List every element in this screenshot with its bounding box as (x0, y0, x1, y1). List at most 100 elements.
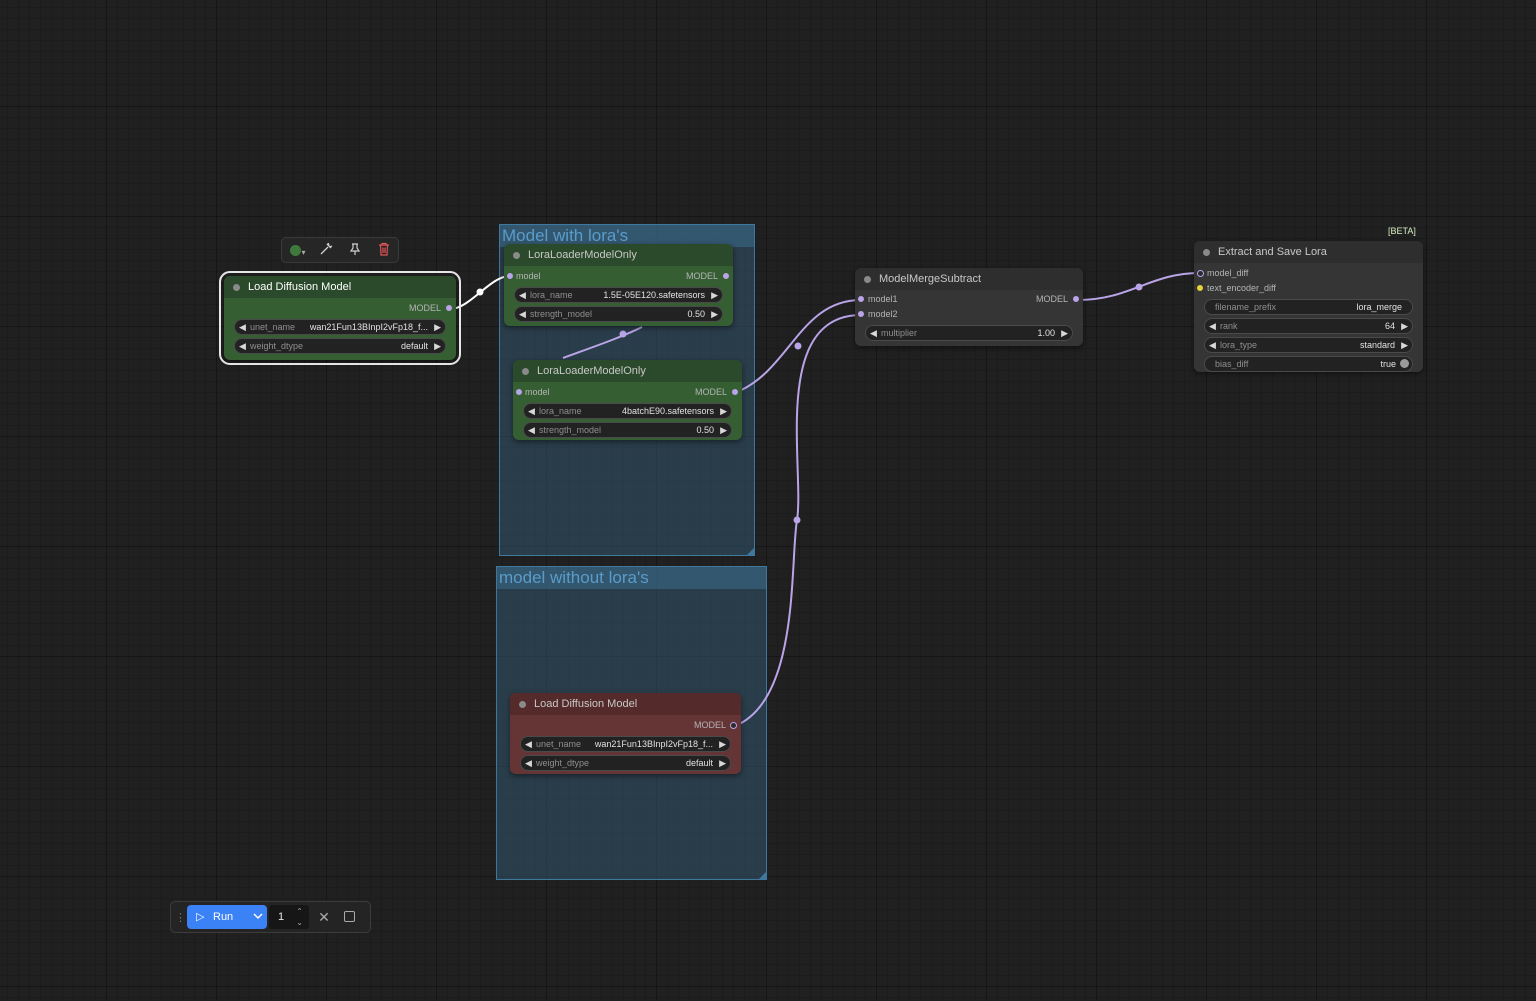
node-title: Load Diffusion Model (534, 698, 638, 710)
output-slot-row: MODEL (510, 718, 741, 733)
output-slot-model[interactable] (732, 389, 738, 395)
bias-diff-toggle[interactable]: bias_diff true (1204, 356, 1413, 372)
arrow-left-icon[interactable]: ◀ (239, 322, 246, 332)
input-slot-model2[interactable] (858, 311, 864, 317)
node-lora-loader-1[interactable]: LoraLoaderModelOnly model MODEL ◀ lora_n… (504, 244, 733, 326)
input-slot-model[interactable] (507, 273, 513, 279)
output-slot-model[interactable] (730, 722, 737, 729)
beta-badge: [BETA] (1388, 226, 1416, 236)
wire-midpoint[interactable] (619, 330, 627, 338)
wire-midpoint[interactable] (793, 516, 801, 524)
delete-button[interactable] (374, 242, 394, 260)
weight-dtype-combo[interactable]: ◀ weight_dtype default ▶ (234, 338, 446, 354)
node-model-merge-subtract[interactable]: ModelMergeSubtract model1 MODEL model2 ◀… (855, 268, 1083, 346)
arrow-right-icon[interactable]: ▶ (1061, 328, 1068, 338)
rank-number[interactable]: ◀ rank 64 ▶ (1204, 318, 1413, 334)
arrow-left-icon[interactable]: ◀ (1209, 321, 1216, 331)
input-slot-model[interactable] (516, 389, 522, 395)
arrow-left-icon[interactable]: ◀ (239, 341, 246, 351)
node-header[interactable]: ModelMergeSubtract (855, 268, 1083, 290)
wire-lora2-to-model1[interactable] (736, 299, 862, 393)
group-title[interactable]: Model with lora's (500, 225, 754, 247)
arrow-right-icon[interactable]: ▶ (720, 406, 727, 416)
arrow-left-icon[interactable]: ◀ (1209, 340, 1216, 350)
collapse-dot[interactable] (522, 368, 529, 375)
input-slot-model1[interactable] (858, 296, 864, 302)
arrow-left-icon[interactable]: ◀ (528, 425, 535, 435)
wire-midpoint[interactable] (794, 342, 802, 350)
collapse-dot[interactable] (864, 276, 871, 283)
input-slot-text-encoder-diff[interactable] (1197, 285, 1203, 291)
arrow-right-icon[interactable]: ▶ (434, 322, 441, 332)
wire-midpoint[interactable] (476, 288, 484, 296)
arrow-right-icon[interactable]: ▶ (711, 290, 718, 300)
pin-icon (349, 243, 361, 255)
multiplier-number[interactable]: ◀ multiplier 1.00 ▶ (865, 325, 1073, 341)
unet-name-combo[interactable]: ◀ unet_name wan21Fun13BInpI2vFp18_f... ▶ (520, 736, 731, 752)
arrow-right-icon[interactable]: ▶ (720, 425, 727, 435)
arrow-left-icon[interactable]: ◀ (525, 739, 532, 749)
collapse-dot[interactable] (519, 701, 526, 708)
node-load-diffusion-model-bottom[interactable]: Load Diffusion Model MODEL ◀ unet_name w… (510, 693, 741, 774)
unet-name-combo[interactable]: ◀ unet_name wan21Fun13BInpI2vFp18_f... ▶ (234, 319, 446, 335)
wire-lora1-to-lora2[interactable] (562, 326, 643, 359)
arrow-left-icon[interactable]: ◀ (519, 290, 526, 300)
strength-model-number[interactable]: ◀ strength_model 0.50 ▶ (514, 306, 723, 322)
node-header[interactable]: Load Diffusion Model (510, 693, 741, 715)
increment-icon[interactable]: ⌃ (296, 907, 303, 916)
toggle-knob[interactable] (1400, 359, 1409, 368)
arrow-right-icon[interactable]: ▶ (719, 739, 726, 749)
node-extract-and-save-lora[interactable]: Extract and Save Lora model_diff text_en… (1194, 241, 1423, 372)
stop-button[interactable] (344, 911, 355, 922)
filename-prefix-input[interactable]: filename_prefix lora_merge (1204, 299, 1413, 315)
arrow-left-icon[interactable]: ◀ (870, 328, 877, 338)
close-icon: ✕ (318, 909, 330, 925)
arrow-left-icon[interactable]: ◀ (525, 758, 532, 768)
arrow-right-icon[interactable]: ▶ (719, 758, 726, 768)
arrow-right-icon[interactable]: ▶ (434, 341, 441, 351)
group-title[interactable]: model without lora's (497, 567, 766, 589)
group-resize-handle[interactable] (747, 548, 754, 555)
collapse-dot[interactable] (1203, 249, 1210, 256)
weight-dtype-combo[interactable]: ◀ weight_dtype default ▶ (520, 755, 731, 771)
input-slot-label: model2 (868, 309, 898, 319)
node-header[interactable]: LoraLoaderModelOnly (504, 244, 733, 266)
decrement-icon[interactable]: ⌄ (296, 918, 303, 927)
node-header[interactable]: Load Diffusion Model (224, 276, 456, 298)
run-mode-dropdown[interactable] (249, 905, 267, 929)
output-slot-model[interactable] (723, 273, 729, 279)
node-lora-loader-2[interactable]: LoraLoaderModelOnly model MODEL ◀ lora_n… (513, 360, 742, 440)
chevron-down-icon (253, 913, 263, 920)
arrow-right-icon[interactable]: ▶ (711, 309, 718, 319)
group-resize-handle[interactable] (759, 872, 766, 879)
arrow-left-icon[interactable]: ◀ (519, 309, 526, 319)
arrow-left-icon[interactable]: ◀ (528, 406, 535, 416)
pin-button[interactable] (345, 242, 365, 260)
node-header[interactable]: Extract and Save Lora (1194, 241, 1423, 263)
slot-row: text_encoder_diff (1194, 281, 1423, 296)
collapse-dot[interactable] (233, 284, 240, 291)
run-toolbar: ⋮⋮ ▷ Run 1 ⌃ ⌄ ✕ (170, 901, 371, 933)
output-slot-label: MODEL (694, 387, 727, 397)
arrow-right-icon[interactable]: ▶ (1401, 321, 1408, 331)
cancel-button[interactable]: ✕ (315, 907, 333, 927)
lora-name-combo[interactable]: ◀ lora_name 4batchE90.safetensors ▶ (523, 403, 732, 419)
node-load-diffusion-model-top[interactable]: Load Diffusion Model MODEL ◀ unet_name w… (219, 271, 461, 365)
input-slot-model-diff[interactable] (1197, 270, 1204, 277)
output-slot-model[interactable] (446, 305, 452, 311)
arrow-right-icon[interactable]: ▶ (1401, 340, 1408, 350)
strength-model-number[interactable]: ◀ strength_model 0.50 ▶ (523, 422, 732, 438)
output-slot-model[interactable] (1073, 296, 1079, 302)
node-header[interactable]: LoraLoaderModelOnly (513, 360, 742, 382)
wire-midpoint[interactable] (1135, 283, 1143, 291)
color-picker-button[interactable]: ▾ (286, 242, 310, 260)
bypass-button[interactable] (316, 242, 336, 260)
collapse-dot[interactable] (513, 252, 520, 259)
lora-name-combo[interactable]: ◀ lora_name 1.5E-05E120.safetensors ▶ (514, 287, 723, 303)
input-slot-label: model1 (868, 294, 898, 304)
lora-type-combo[interactable]: ◀ lora_type standard ▶ (1204, 337, 1413, 353)
batch-count-input[interactable]: 1 ⌃ ⌄ (269, 905, 309, 929)
run-button[interactable]: ▷ Run (187, 905, 249, 929)
